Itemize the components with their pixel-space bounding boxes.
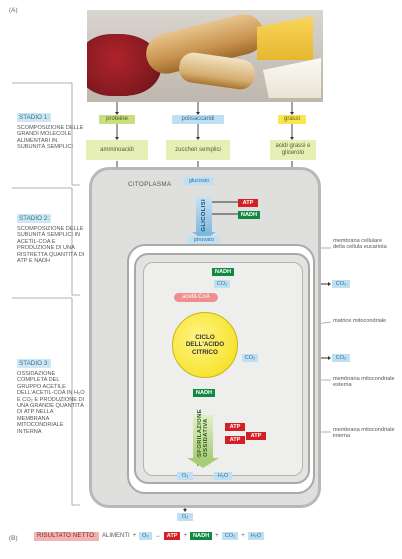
net-result-label: RISULTATO NETTO: — [34, 531, 99, 541]
food-photo — [87, 10, 323, 102]
polysaccharides-tag: polisaccaridi — [172, 115, 224, 124]
ox-atp-badge-3: ATP — [246, 432, 266, 440]
stage-2-title: STADIO 2: — [17, 214, 51, 223]
cell-membrane-annotation: membrana cellulare della cellula eucario… — [333, 238, 387, 251]
cycle-line-2: DELL'ACIDO — [185, 341, 225, 349]
fats-tag: grassi — [278, 115, 306, 124]
simple-sugars-box: zuccheri semplici — [166, 140, 230, 160]
glycolysis-nadh-badge: NADH — [238, 211, 260, 219]
co2-out-tag-1: CO₂ — [332, 280, 350, 288]
net-result-co2: CO₂ — [221, 532, 239, 540]
net-result-plus-4: + — [241, 533, 245, 539]
panel-a-label: (A) — [9, 7, 18, 14]
net-result-nadh: NADH — [190, 532, 213, 540]
co2-out-tag-2: CO₂ — [332, 354, 350, 362]
glycolysis-atp-badge: ATP — [238, 199, 258, 207]
o2-tag: O₂ — [177, 472, 193, 480]
glycolysis-branch — [212, 201, 238, 215]
citric-acid-cycle: CICLO DELL'ACIDO CITRICO — [172, 312, 238, 378]
stage-3: STADIO 3: OSSIDAZIONE COMPLETA DEL GRUPP… — [17, 352, 87, 435]
stage-3-body: OSSIDAZIONE COMPLETA DEL GRUPPO ACETILE … — [17, 371, 85, 435]
proteins-tag: proteine — [99, 115, 135, 124]
stage-2-body: SCOMPOSIZIONE DELLE SUBUNITÀ SEMPLICI IN… — [17, 226, 85, 265]
oxidative-phosphorylation-arrow-tip — [187, 458, 219, 468]
stage-2: STADIO 2: SCOMPOSIZIONE DELLE SUBUNITÀ S… — [17, 207, 87, 264]
net-result-h2o: H₂O — [247, 532, 265, 540]
stage-3-title: STADIO 3: — [17, 359, 51, 368]
matrix-annotation: matrice mitocondriale — [333, 318, 387, 324]
stage-1: STADIO 1: SCOMPOSIZIONE DELLE GRANDI MOL… — [17, 106, 87, 151]
net-result-foods: ALIMENTI — [101, 533, 130, 539]
stage-1-body: SCOMPOSIZIONE DELLE GRANDI MOLECOLE ALIM… — [17, 125, 84, 151]
glycolysis-label: GLICOLISI — [201, 198, 207, 232]
cycle-line-3: CITRICO — [192, 348, 218, 356]
pyruvate-nadh-badge: NADH — [212, 268, 234, 276]
o2-in-tag: O₂ — [177, 513, 193, 521]
glucose-tag: glucosio — [184, 177, 214, 185]
fatty-acids-box: acidi grassi e glicerolo — [270, 140, 316, 160]
net-result-plus-2: + — [183, 533, 187, 539]
panel-b-label: (B) — [9, 535, 18, 542]
ox-atp-badge-1: ATP — [225, 423, 245, 431]
net-result-atp: ATP — [163, 532, 181, 540]
amino-acids-box: amminoacidi — [86, 140, 148, 160]
h2o-tag: H₂O — [214, 472, 232, 480]
inner-membrane-annotation: membrana mitocondriale interna — [333, 427, 395, 440]
cycle-co2-tag: CO₂ — [242, 354, 258, 362]
net-result-row: RISULTATO NETTO: ALIMENTI + O₂ → ATP + N… — [34, 531, 265, 541]
stage-1-title: STADIO 1: — [17, 113, 51, 122]
net-result-o2: O₂ — [139, 532, 152, 540]
acetyl-coa-tag: acetil-CoA — [174, 293, 218, 302]
ox-atp-badge-2: ATP — [225, 436, 245, 444]
net-result-plus-3: + — [215, 533, 219, 539]
net-result-arrow: → — [154, 533, 161, 539]
cycle-line-1: CICLO — [195, 333, 215, 341]
pyruvate-co2-tag: CO₂ — [214, 280, 230, 288]
cytoplasm-label: CITOPLASMA — [128, 181, 172, 188]
outer-membrane-annotation: membrana mitocondriale esterna — [333, 376, 395, 389]
pyruvate-tag: piruvato — [188, 236, 220, 244]
glycolysis-arrow: GLICOLISI — [196, 196, 212, 234]
net-result-plus-1: + — [132, 533, 137, 539]
oxidative-phosphorylation-label: FOSFORILAZIONE OSSIDATIVA — [197, 408, 209, 466]
cycle-nadh-badge: NADH — [193, 389, 215, 397]
oxidative-phosphorylation-arrow: FOSFORILAZIONE OSSIDATIVA — [193, 409, 213, 465]
